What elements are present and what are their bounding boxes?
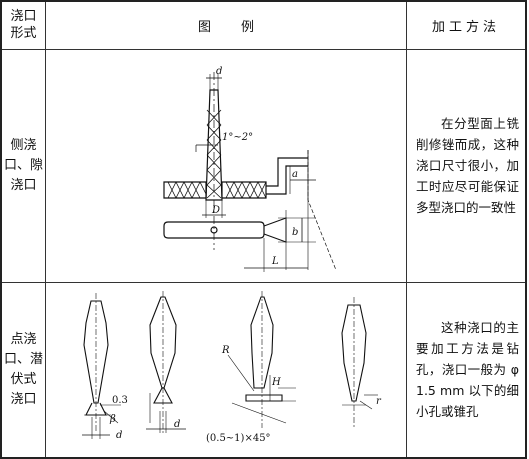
table-row-side-gate: 侧浇 口、隙 浇口 [0,48,527,283]
header-row: 浇口 形式 图例 加工方法 [0,0,527,50]
label-d-fig2: d [174,419,180,430]
header-method-text: 加工方法 [431,19,500,35]
side-gate-diagram: d 1°~2° a D b L [163,66,337,272]
table-row-point-gate: 点浇 口、潜 伏式 浇口 [0,281,527,459]
point-gate-diagram: 0.3 β d d R H r (0.5~1)×45° [82,290,382,444]
header-gate-form-line2: 形式 [10,26,37,42]
gate-form-line: 口、隙 [3,157,43,173]
illustration-cell: d 1°~2° a D b L [45,48,407,283]
label-r: r [376,396,382,407]
method-cell: 在分型面上铣削修锉而成，这种浇口尺寸很小，加工时应尽可能保证多型浇口的一致性 [406,48,527,283]
label-0-3: 0.3 [112,395,128,406]
label-d-fig1: d [116,430,122,441]
label-angle: 1°~2° [222,132,253,143]
gate-form-line: 侧浇 [10,137,37,153]
header-illustration-text: 图例 [197,19,284,35]
label-H: H [271,377,281,388]
gate-form-cell: 点浇 口、潜 伏式 浇口 [0,281,46,459]
label-L: L [271,256,279,267]
label-a: a [292,169,298,180]
gate-form-line: 点浇 [10,331,37,347]
gate-form-line: 浇口 [10,391,37,407]
header-gate-form: 浇口 形式 [0,0,46,50]
label-d: d [216,66,222,77]
header-gate-form-line1: 浇口 [10,9,37,25]
header-method: 加工方法 [406,0,527,50]
illustration-cell: 0.3 β d d R H r (0.5~1)×45° [45,281,407,459]
gate-form-line: 口、潜 [3,351,43,367]
label-R: R [221,345,230,356]
gate-form-line: 浇口 [10,177,37,193]
label-beta: β [109,414,116,425]
label-D: D [211,205,220,216]
method-cell: 这种浇口的主要加工方法是钻孔，浇口一般为 φ 1.5 mm 以下的细小孔或锥孔 [406,281,527,459]
gate-form-line: 伏式 [10,371,37,387]
gate-form-cell: 侧浇 口、隙 浇口 [0,48,46,283]
label-chamfer: (0.5~1)×45° [206,433,271,444]
label-b: b [292,227,298,238]
header-illustration: 图例 [45,0,407,50]
